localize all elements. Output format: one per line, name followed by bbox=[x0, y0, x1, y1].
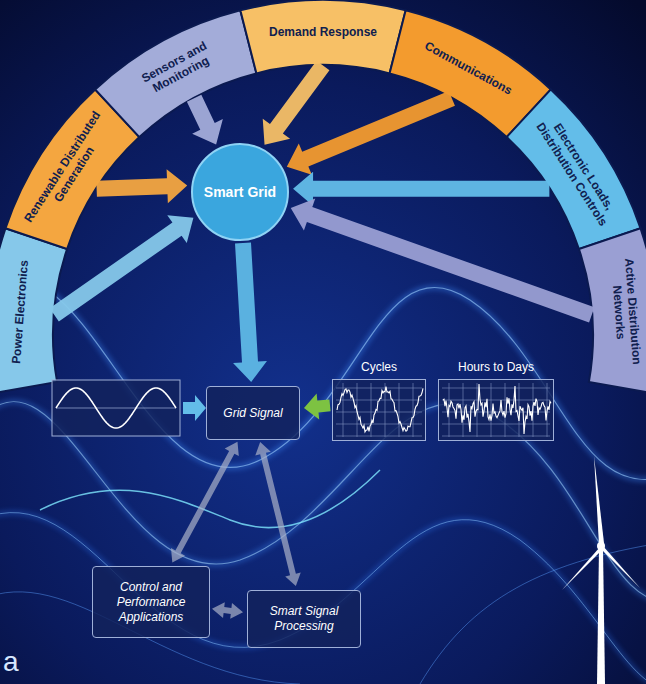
category-band: Sensors and Monitoring bbox=[103, 9, 254, 129]
wave-glow bbox=[0, 280, 646, 684]
category-band: Electronic Loads, Distribution Controls bbox=[514, 96, 641, 246]
flow-arrow bbox=[293, 172, 549, 206]
node-text: Grid Signal bbox=[223, 406, 282, 421]
process-box: Grid Signal bbox=[206, 386, 300, 440]
flow-arrow bbox=[50, 215, 194, 321]
node-text: Smart Signal Processing bbox=[256, 604, 352, 634]
node-text: Hours to Days bbox=[438, 360, 554, 375]
flow-arrow bbox=[291, 199, 595, 323]
node-text: Electronic Loads, Distribution Controls bbox=[530, 109, 624, 233]
node-text: Active Distribution Networks bbox=[606, 247, 643, 379]
input-arrow bbox=[183, 395, 206, 421]
category-band: Power Electronics bbox=[0, 241, 57, 383]
plot-graphic bbox=[333, 380, 425, 440]
flow-arrow bbox=[304, 394, 331, 420]
hub-circle: Smart Grid bbox=[191, 143, 289, 241]
category-band: Demand Response bbox=[254, 2, 392, 64]
flow-arrow bbox=[287, 91, 455, 175]
ring-sector bbox=[95, 10, 256, 137]
wind-turbine bbox=[562, 456, 640, 684]
node-text: Control and Performance Applications bbox=[101, 580, 201, 625]
process-box: Smart Signal Processing bbox=[247, 590, 361, 648]
category-ring bbox=[0, 0, 646, 393]
process-box: Control and Performance Applications bbox=[92, 566, 210, 638]
signal-plot: Cycles bbox=[332, 360, 426, 441]
node-text: Power Electronics bbox=[11, 260, 33, 365]
flow-arrow bbox=[187, 95, 223, 145]
flow-arrow bbox=[96, 169, 187, 203]
flow-arrow bbox=[212, 602, 243, 619]
edge-text-fragment: a bbox=[3, 648, 19, 676]
flow-arrow bbox=[171, 442, 239, 563]
plot-frame bbox=[438, 379, 554, 441]
node-text: Demand Response bbox=[269, 26, 377, 40]
plot-graphic bbox=[439, 380, 553, 440]
flow-arrow bbox=[233, 243, 267, 382]
node-text: Smart Grid bbox=[204, 184, 276, 200]
ring-sector bbox=[507, 89, 641, 249]
node-text: Sensors and Monitoring bbox=[115, 26, 242, 112]
ring-sector bbox=[240, 0, 405, 73]
node-text: Cycles bbox=[332, 360, 426, 375]
signal-trace bbox=[337, 387, 423, 432]
node-text: Renewable Distributed Generation bbox=[22, 109, 116, 233]
sine-curve bbox=[56, 388, 176, 428]
category-band: Active Distribution Networks bbox=[589, 241, 646, 383]
flow-arrow bbox=[263, 61, 330, 145]
category-band: Communications bbox=[392, 9, 543, 129]
plot-frame bbox=[332, 379, 426, 441]
signal-plot: Hours to Days bbox=[438, 360, 554, 441]
category-band: Renewable Distributed Generation bbox=[5, 96, 132, 246]
sine-wave-panel bbox=[52, 380, 180, 436]
node-text: Communications bbox=[422, 40, 514, 99]
flow-arrow bbox=[255, 442, 300, 586]
signal-trace bbox=[443, 384, 551, 434]
